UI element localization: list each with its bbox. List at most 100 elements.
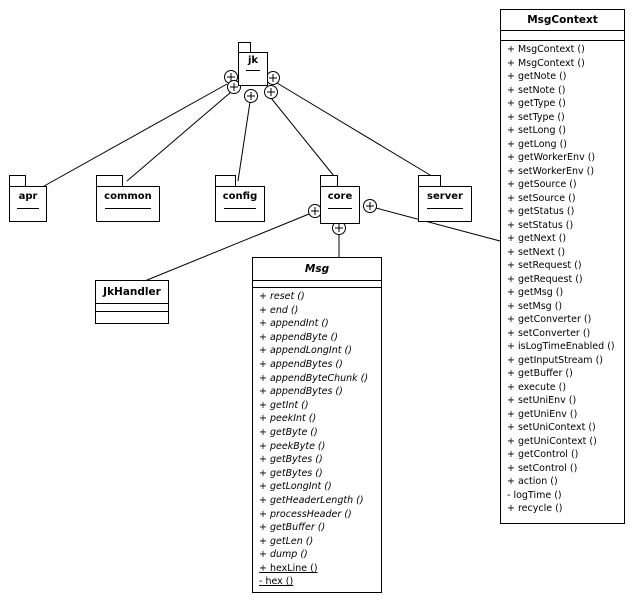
operation: + getUniContext ()	[507, 435, 597, 447]
operation: + getUniEnv ()	[507, 408, 578, 420]
operation: + appendLongInt ()	[259, 345, 352, 357]
link-jk-server	[276, 82, 441, 182]
operation: + getLen ()	[259, 535, 314, 547]
link-jk-common	[126, 91, 232, 182]
operation: + appendBytes ()	[259, 386, 343, 398]
package-jk[interactable]: jk	[238, 42, 268, 86]
link-core-msgcontext	[375, 207, 501, 242]
attributes-compartment	[253, 281, 381, 288]
package-underline	[105, 208, 151, 209]
link-jk-config	[237, 101, 251, 182]
operation: + getWorkerEnv ()	[507, 152, 596, 163]
operation: + action ()	[507, 476, 558, 487]
package-tab	[96, 175, 123, 187]
operation: + getLongInt ()	[259, 481, 332, 493]
operation: + getBuffer ()	[507, 368, 573, 379]
operation: + getControl ()	[507, 449, 579, 460]
package-config[interactable]: config	[215, 175, 265, 223]
operation: + processHeader ()	[259, 508, 352, 520]
operation: + getBytes ()	[259, 467, 323, 479]
package-label: apr	[18, 191, 38, 202]
operation: + execute ()	[507, 381, 567, 393]
package-label: server	[427, 191, 463, 202]
operations-compartment: + MsgContext ()+ MsgContext ()+ getNote …	[501, 41, 624, 516]
operation: + appendInt ()	[259, 318, 329, 330]
operation: + getNote ()	[507, 71, 567, 82]
class-msg[interactable]: Msg + reset ()+ end ()+ appendInt ()+ ap…	[252, 257, 382, 593]
package-label: config	[222, 191, 258, 202]
operation: + reset ()	[259, 291, 305, 302]
package-body: jk	[238, 52, 268, 86]
operation: + setType ()	[507, 111, 565, 123]
package-underline	[427, 208, 463, 209]
operations-compartment: + reset ()+ end ()+ appendInt ()+ append…	[253, 288, 381, 589]
operation: + getSource ()	[507, 179, 577, 190]
class-name: JkHandler	[96, 281, 168, 304]
link-core-jkhandler	[129, 213, 310, 288]
operation: + setSource ()	[507, 192, 576, 204]
package-tab	[320, 175, 338, 187]
containment-circle	[227, 80, 241, 94]
operation: + setNext ()	[507, 246, 566, 258]
package-label: common	[104, 191, 152, 202]
operation: + getHeaderLength ()	[259, 494, 364, 506]
operation: + setLong ()	[507, 125, 566, 136]
operation: + setUniContext ()	[507, 422, 596, 433]
attributes-compartment	[501, 31, 624, 41]
package-body: apr	[9, 186, 47, 222]
package-body: server	[418, 186, 472, 222]
operation: - hex ()	[259, 576, 294, 588]
package-tab	[215, 175, 236, 187]
package-underline	[328, 208, 352, 209]
operation: + getBytes ()	[259, 454, 323, 466]
link-jk-apr	[36, 83, 228, 191]
package-label: jk	[247, 55, 259, 66]
operation: + getType ()	[507, 98, 566, 109]
operation: + setRequest ()	[507, 260, 582, 271]
containment-circle	[266, 71, 280, 85]
operation: + appendByte ()	[259, 331, 338, 343]
operation: + dump ()	[259, 549, 308, 561]
operation: + getRequest ()	[507, 273, 583, 285]
operation: + getLong ()	[507, 138, 568, 150]
package-apr[interactable]: apr	[9, 175, 47, 223]
operation: + peekInt ()	[259, 413, 317, 425]
operation: + getInputStream ()	[507, 354, 603, 366]
operation: + setNote ()	[507, 84, 566, 96]
package-label: core	[327, 191, 353, 202]
class-jkhandler[interactable]: JkHandler	[95, 280, 169, 324]
operation: + setUniEnv ()	[507, 395, 577, 406]
operation: + getConverter ()	[507, 314, 592, 325]
operation: + peekByte ()	[259, 440, 326, 452]
package-common[interactable]: common	[96, 175, 160, 223]
package-body: core	[320, 186, 360, 224]
operation: + setConverter ()	[507, 327, 591, 339]
package-underline	[246, 70, 260, 71]
operation: + getInt ()	[259, 399, 309, 411]
operation: + isLogTimeEnabled ()	[507, 341, 615, 352]
operation: + setControl ()	[507, 462, 578, 474]
package-server[interactable]: server	[418, 175, 472, 223]
attributes-compartment	[96, 304, 168, 312]
class-name: MsgContext	[501, 10, 624, 31]
operation: + getNext ()	[507, 233, 567, 244]
class-msgcontext[interactable]: MsgContext + MsgContext ()+ MsgContext (…	[500, 9, 625, 524]
package-underline	[224, 208, 256, 209]
class-name: Msg	[253, 258, 381, 281]
operation: + end ()	[259, 304, 299, 316]
operation: + hexLine ()	[259, 562, 318, 574]
operation: + appendBytes ()	[259, 358, 343, 370]
package-tab	[238, 42, 251, 53]
containment-circle	[363, 199, 377, 213]
operation: - logTime ()	[507, 489, 562, 501]
package-core[interactable]: core	[320, 175, 360, 225]
containment-circle	[264, 85, 278, 99]
operation: + setMsg ()	[507, 300, 563, 312]
operation: + recycle ()	[507, 503, 563, 514]
link-jk-core	[270, 97, 339, 182]
package-body: config	[215, 186, 265, 222]
operation: + setStatus ()	[507, 219, 574, 231]
operation: + MsgContext ()	[507, 57, 585, 69]
package-underline	[17, 208, 39, 209]
